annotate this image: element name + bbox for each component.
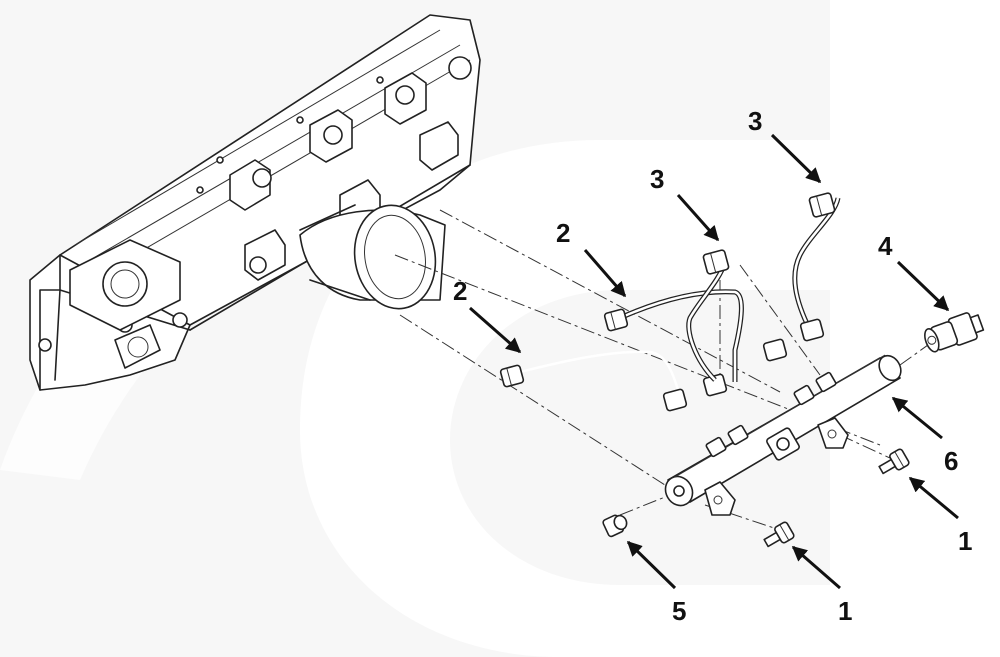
injector-line-rear xyxy=(792,192,841,342)
rail-end-plug xyxy=(602,514,628,538)
callout-2-rear-line: 2 xyxy=(556,218,570,248)
engine-cylinder-head xyxy=(29,14,481,391)
callout-1-lower-screw: 1 xyxy=(838,596,852,626)
callout-3-rear-line: 3 xyxy=(748,106,762,136)
callout-5-plug: 5 xyxy=(672,596,686,626)
mounting-screw-lower xyxy=(763,521,795,548)
callout-4-pressure-sensor: 4 xyxy=(878,231,893,261)
fuel-supply-line-front xyxy=(499,350,688,412)
callout-6-fuel-rail: 6 xyxy=(944,446,958,476)
mounting-screw-upper xyxy=(878,448,910,475)
callout-3-center-line: 3 xyxy=(650,164,664,194)
fuel-supply-line-rear xyxy=(603,289,744,397)
fuel-rail xyxy=(664,354,902,516)
callout-1-upper-screw: 1 xyxy=(958,526,972,556)
injector-line-center xyxy=(686,249,788,382)
callout-arrows xyxy=(469,133,959,590)
fuel-pressure-sensor xyxy=(924,312,985,353)
callout-2-front-line: 2 xyxy=(453,276,467,306)
